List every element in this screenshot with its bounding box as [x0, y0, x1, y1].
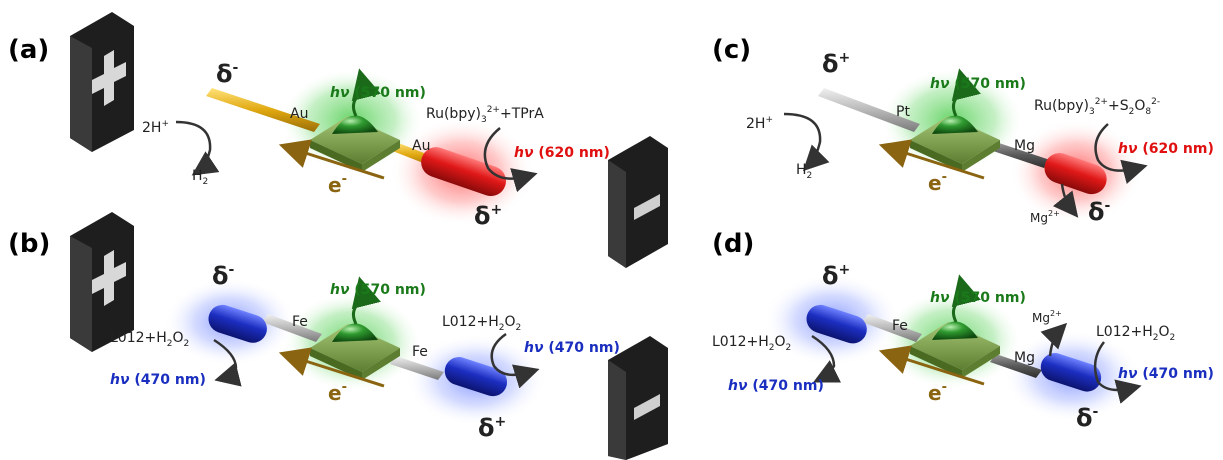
led-board [310, 116, 400, 164]
left-emission-b: hν (470 nm) [110, 372, 206, 388]
panel-label-b: (b) [8, 229, 50, 259]
electron-label-c: e- [928, 170, 947, 195]
delta-right-c: δ- [1088, 198, 1111, 226]
led-dome [332, 115, 378, 134]
left-emission-d: hν (470 nm) [728, 378, 824, 394]
left-reaction-bottom-a: H2 [192, 168, 208, 187]
delta-right-b: δ+ [478, 414, 506, 442]
right-emission-d: hν (470 nm) [1118, 366, 1214, 382]
blue-electrode-right-b [444, 357, 508, 397]
metal-left-a: Au [290, 106, 308, 122]
right-emission-b: hν (470 nm) [524, 340, 620, 356]
blue-electrode-left-d [806, 304, 867, 344]
blue-electrode-left-b [208, 304, 267, 343]
red-electrode-end-c [1044, 153, 1107, 195]
blue-electrode-right-d [1040, 353, 1102, 392]
electron-label-b: e- [328, 380, 347, 405]
panel-d: (d) hν (570 nm) e- Fe Mg δ+ δ- L012+H2O2… [712, 229, 1214, 432]
metal-left-c: Pt [896, 104, 910, 120]
mg-ion-d: Mg2+ [1032, 309, 1062, 325]
led-emission-d: hν (570 nm) [930, 290, 1026, 306]
left-reagent-b: L012+H2O2 [110, 330, 189, 349]
led-emission-a: hν (570 nm) [330, 85, 426, 101]
led-emission-b: hν (570 nm) [330, 282, 426, 298]
metal-right-c: Mg [1014, 138, 1035, 154]
gold-wire-left [206, 88, 320, 132]
right-reagent-b: L012+H2O2 [442, 314, 521, 333]
mg-ion-c: Mg2+ [1030, 209, 1060, 225]
left-reaction-top-c: 2H+ [746, 115, 773, 132]
metal-right-a: Au [412, 138, 430, 154]
right-emission-a: hν (620 nm) [514, 145, 610, 161]
delta-left-b: δ- [212, 262, 235, 290]
minus-tile-top [608, 136, 668, 268]
red-electrode-end [421, 147, 506, 197]
right-emission-c: hν (620 nm) [1118, 141, 1214, 157]
panel-a: (a) hν (570 nm) e- Au Au δ- δ+ 2H+ H2 Ru… [8, 35, 610, 230]
left-reaction-top-a: 2H+ [142, 119, 169, 136]
minus-tile-bottom [608, 336, 668, 460]
right-reagent-d: L012+H2O2 [1096, 324, 1175, 343]
panel-c: (c) hν (570 nm) e- Pt Mg δ+ δ- 2H+ H2 Ru… [712, 35, 1214, 226]
right-reagent-a: Ru(bpy)32++TPrA [426, 105, 544, 125]
metal-right-d: Mg [1014, 350, 1035, 366]
panel-label-c: (c) [712, 35, 751, 65]
delta-right-a: δ+ [474, 202, 502, 230]
electron-label-d: e- [928, 380, 947, 405]
delta-left-d: δ+ [822, 262, 850, 290]
delta-left-a: δ- [216, 60, 239, 88]
panel-label-a: (a) [8, 35, 49, 65]
led-emission-c: hν (570 nm) [930, 76, 1026, 92]
left-reaction-bottom-c: H2 [796, 162, 812, 181]
right-reagent-c: Ru(bpy)32++S2O82- [1034, 97, 1160, 117]
delta-left-c: δ+ [822, 50, 850, 78]
plus-tile-a [70, 12, 134, 152]
metal-left-b: Fe [292, 314, 308, 330]
panel-label-d: (d) [712, 229, 754, 259]
metal-left-d: Fe [892, 318, 908, 334]
panel-b: (b) hν (570 nm) e- Fe Fe δ- δ+ L012+H2O2… [8, 229, 620, 442]
metal-right-b: Fe [412, 344, 428, 360]
left-reagent-d: L012+H2O2 [712, 334, 791, 353]
delta-right-d: δ- [1076, 404, 1099, 432]
electron-label-a: e- [328, 172, 347, 197]
plus-tile-b [70, 212, 134, 352]
